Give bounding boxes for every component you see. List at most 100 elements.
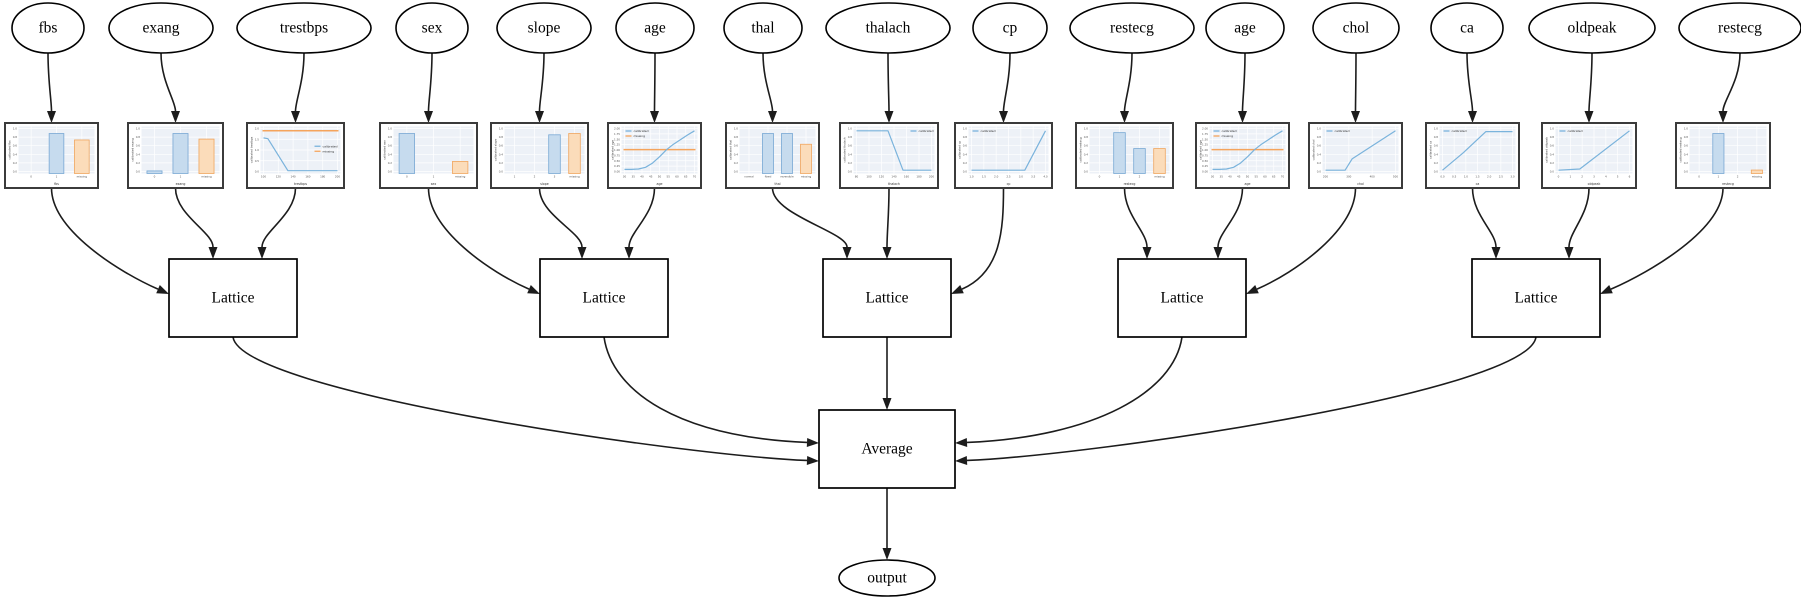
y-tick-label: 1.0 [848,127,853,131]
edge-chart-trestbps-to-lattice-1-arrowhead [257,247,267,259]
bar-missing [1153,148,1166,174]
legend-label: calibrated [981,129,996,133]
x-tick-label: missing [455,175,466,179]
average-label: Average [861,441,912,458]
y-tick-label: 0.6 [848,144,853,148]
x-tick-label: 100 [866,175,871,179]
feature-ellipse [108,2,214,54]
bar-missing [452,161,469,174]
legend-label: missing [1222,134,1234,138]
edge-average-to-output-arrowhead [882,548,892,560]
y-axis-label: calibrated chol [1312,139,1316,160]
y-axis-label: calibrated restecg [1079,137,1083,163]
average-node: Average [818,409,956,489]
y-tick-label: 0.8 [388,135,393,139]
bar-fixed [762,133,774,174]
x-axis-label: restecg [1722,182,1734,186]
y-tick-label: 0.25 [1202,164,1208,168]
feature-label: thal [751,20,774,37]
x-tick-label: 1 [433,175,435,179]
legend-label: calibrated [634,129,649,133]
edge-lattice-1-to-average-arrowhead [806,456,819,465]
feature-label: thalach [866,20,911,37]
y-tick-label: 1.0 [1684,127,1689,131]
feature-node-restecg-2: restecg [1678,2,1801,54]
y-axis-label: calibrated ca [1429,141,1433,159]
y-tick-label: 1.5 [255,137,260,141]
y-tick-label: 1.75 [1202,132,1208,136]
feature-node-restecg-1: restecg [1069,2,1195,54]
x-tick-label: 60 [1263,175,1267,179]
feature-label: sex [422,20,443,37]
y-tick-label: 0.2 [388,161,393,165]
x-tick-label: 30 [1211,175,1215,179]
x-tick-label: 50 [1246,175,1250,179]
edge-fbs-to-chart [47,52,53,112]
x-tick-label: 2 [1581,175,1583,179]
y-tick-label: 0.0 [499,170,504,174]
lattice-box [1471,258,1601,338]
edge-oldpeak-to-chart [1588,52,1593,112]
bar-reversible [781,133,793,174]
y-tick-label: 0.75 [614,153,620,157]
edge-chart-restecg-2-to-lattice-5-arrowhead [1600,285,1613,294]
x-tick-label: 55 [667,175,671,179]
x-tick-label: 2.0 [994,175,999,179]
bar-missing [198,138,215,174]
x-tick-label: 180 [320,175,325,179]
edge-chart-fbs-to-lattice-1-arrowhead [156,285,169,294]
calibrated-line [1558,130,1630,171]
average-box [818,409,956,489]
edge-cp-to-chart-arrowhead [999,111,1008,123]
x-tick-label: 70 [693,175,697,179]
y-tick-label: 1.0 [1084,127,1089,131]
y-tick-label: 0.00 [614,170,620,174]
edge-thalach-to-chart [887,52,890,112]
x-tick-label: 45 [1237,175,1241,179]
edge-chart-cp-to-lattice-3 [961,187,1005,290]
x-tick-label: 2.0 [1487,175,1492,179]
y-axis-label: calibrated oldpeak [1545,137,1549,163]
output-node: output [838,559,936,597]
y-axis-label: calibrated thalach [843,137,847,163]
y-tick-label: 0.6 [388,144,393,148]
feature-ellipse [1312,2,1400,54]
x-tick-label: 65 [1272,175,1276,179]
x-tick-label: missing [201,175,212,179]
y-tick-label: 0.0 [388,170,393,174]
y-tick-label: 0.6 [136,144,141,148]
y-tick-label: 0.4 [963,152,968,156]
bar-1 [1113,132,1126,174]
edge-age-2-to-chart [1241,52,1246,112]
y-tick-label: 0.4 [136,152,141,156]
x-tick-label: 35 [632,175,636,179]
x-tick-label: 2 [1737,175,1739,179]
bar-0 [398,133,415,174]
x-tick-label: missing [569,175,580,179]
feature-label: cp [1003,20,1018,37]
x-tick-label: fixed [765,175,772,179]
x-tick-label: 0 [1698,175,1700,179]
edge-chart-thalach-to-lattice-3-arrowhead [882,247,892,259]
edge-exang-to-chart-arrowhead [171,111,180,123]
x-tick-label: 2 [534,175,536,179]
edge-ca-to-chart [1466,52,1474,112]
x-axis-label: cp [1007,182,1011,186]
x-tick-label: 2.5 [1006,175,1011,179]
y-tick-label: 0.6 [1434,144,1439,148]
y-tick-label: 0.5 [255,159,260,163]
x-tick-label: 0 [30,175,32,179]
x-tick-label: 3.0 [1019,175,1024,179]
y-tick-label: 1.75 [614,132,620,136]
y-tick-label: 0.8 [848,135,853,139]
bar-2 [1133,148,1146,174]
x-tick-label: 100 [261,175,266,179]
feature-ellipse [1678,2,1801,54]
output-label: output [867,570,907,587]
x-tick-label: 3 [1593,175,1595,179]
x-tick-label: 1.0 [969,175,974,179]
y-tick-label: 0.2 [734,161,739,165]
feature-label: exang [142,20,179,37]
